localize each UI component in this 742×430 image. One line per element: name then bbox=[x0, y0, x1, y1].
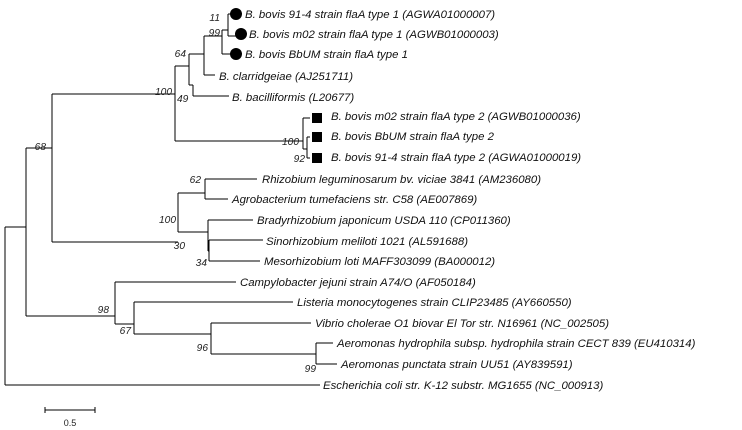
taxon-label-bacilliformis: B. bacilliformis (L20677) bbox=[232, 92, 354, 104]
bootstrap-value: 100 bbox=[155, 87, 172, 98]
bootstrap-value: 68 bbox=[35, 142, 47, 153]
bootstrap-value: 99 bbox=[209, 28, 221, 39]
taxon-label-rhizobium: Rhizobium leguminosarum bv. viciae 3841 … bbox=[262, 174, 541, 186]
bootstrap-value: 96 bbox=[197, 343, 209, 354]
taxon-label-escherichia: Escherichia coli str. K-12 substr. MG165… bbox=[323, 380, 603, 392]
taxon-label-bovis-bbum-type1: B. bovis BbUM strain flaA type 1 bbox=[245, 49, 408, 61]
taxon-label-listeria: Listeria monocytogenes strain CLIP23485 … bbox=[297, 297, 572, 309]
circle-marker-icon bbox=[230, 48, 242, 60]
taxon-label-campylobacter: Campylobacter jejuni strain A74/O (AF050… bbox=[240, 277, 476, 289]
taxon-label-clarridgeiae: B. clarridgeiae (AJ251711) bbox=[219, 71, 353, 83]
bootstrap-value: 67 bbox=[120, 326, 132, 337]
taxon-label-agrobacterium: Agrobacterium tumefaciens str. C58 (AE00… bbox=[231, 194, 477, 206]
scale-bar: 0.5 bbox=[44, 407, 96, 428]
bootstrap-value: 100 bbox=[282, 137, 299, 148]
square-marker-icon bbox=[312, 153, 322, 163]
bootstrap-value: 11 bbox=[209, 13, 220, 24]
bootstrap-value: 100 bbox=[159, 215, 176, 226]
bootstrap-values: 11 99 64 100 49 100 92 68 62 100 30 34 9… bbox=[35, 13, 317, 375]
bootstrap-value: 64 bbox=[175, 49, 187, 60]
taxon-label-bovis-m02-type1: B. bovis m02 strain flaA type 1 (AGWB010… bbox=[249, 29, 499, 41]
bootstrap-value: 49 bbox=[177, 94, 189, 105]
taxon-label-mesorhizobium: Mesorhizobium loti MAFF303099 (BA000012) bbox=[264, 256, 495, 268]
taxon-label-vibrio: Vibrio cholerae O1 biovar El Tor str. N1… bbox=[315, 318, 609, 330]
bootstrap-value: 34 bbox=[196, 258, 208, 269]
taxon-label-sinorhizobium: Sinorhizobium meliloti 1021 (AL591688) bbox=[266, 236, 468, 248]
bootstrap-value: 30 bbox=[174, 241, 186, 252]
scale-bar-label: 0.5 bbox=[64, 418, 77, 428]
bootstrap-value: 98 bbox=[98, 305, 110, 316]
taxon-label-bovis-bbum-type2: B. bovis BbUM strain flaA type 2 bbox=[331, 131, 495, 143]
circle-marker-icon bbox=[230, 8, 242, 20]
square-marker-icon bbox=[312, 132, 322, 142]
taxon-label-bovis-91-4-type2: B. bovis 91-4 strain flaA type 2 (AGWA01… bbox=[331, 152, 581, 164]
taxon-label-bovis-m02-type2: B. bovis m02 strain flaA type 2 (AGWB010… bbox=[331, 111, 581, 123]
taxon-labels: B. bovis 91-4 strain flaA type 1 (AGWA01… bbox=[219, 9, 696, 392]
circle-marker-icon bbox=[235, 28, 247, 40]
bootstrap-value: 99 bbox=[305, 364, 317, 375]
taxon-label-aeromonas-punctata: Aeromonas punctata strain UU51 (AY839591… bbox=[340, 359, 573, 371]
tree-branches bbox=[4, 13, 337, 386]
square-marker-icon bbox=[312, 113, 322, 123]
taxon-label-bradyrhizobium: Bradyrhizobium japonicum USDA 110 (CP011… bbox=[257, 215, 511, 227]
taxon-label-aeromonas-hydrophila: Aeromonas hydrophila subsp. hydrophila s… bbox=[336, 338, 696, 350]
bootstrap-value: 62 bbox=[190, 175, 202, 186]
bootstrap-value: 92 bbox=[294, 154, 306, 165]
taxon-markers bbox=[230, 8, 322, 163]
taxon-label-bovis-91-4-type1: B. bovis 91-4 strain flaA type 1 (AGWA01… bbox=[245, 9, 495, 21]
